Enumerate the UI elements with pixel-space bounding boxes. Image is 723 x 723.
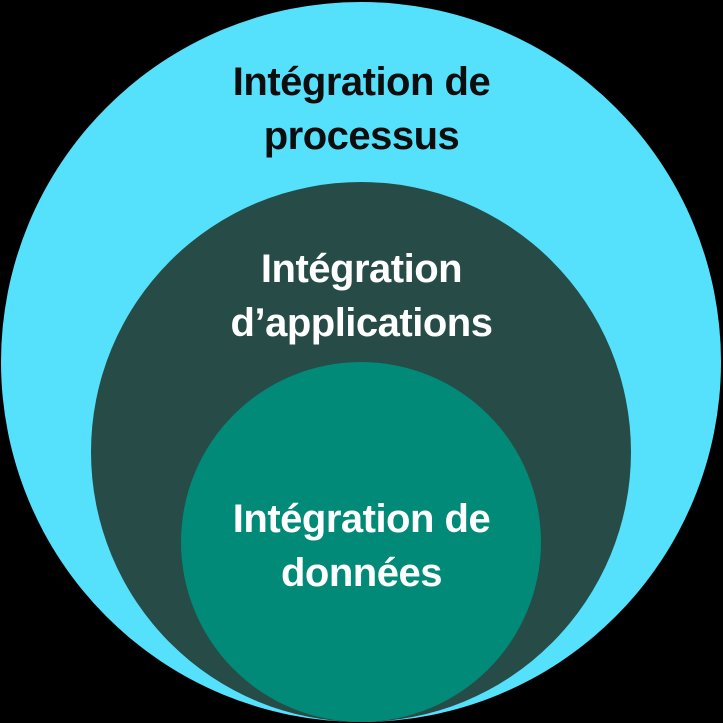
label-application-integration: Intégration d’applications — [230, 247, 493, 345]
circle-data-integration — [181, 362, 541, 722]
label-data-integration: Intégration de données — [232, 497, 491, 595]
label-process-integration: Intégration de processus — [232, 60, 491, 158]
